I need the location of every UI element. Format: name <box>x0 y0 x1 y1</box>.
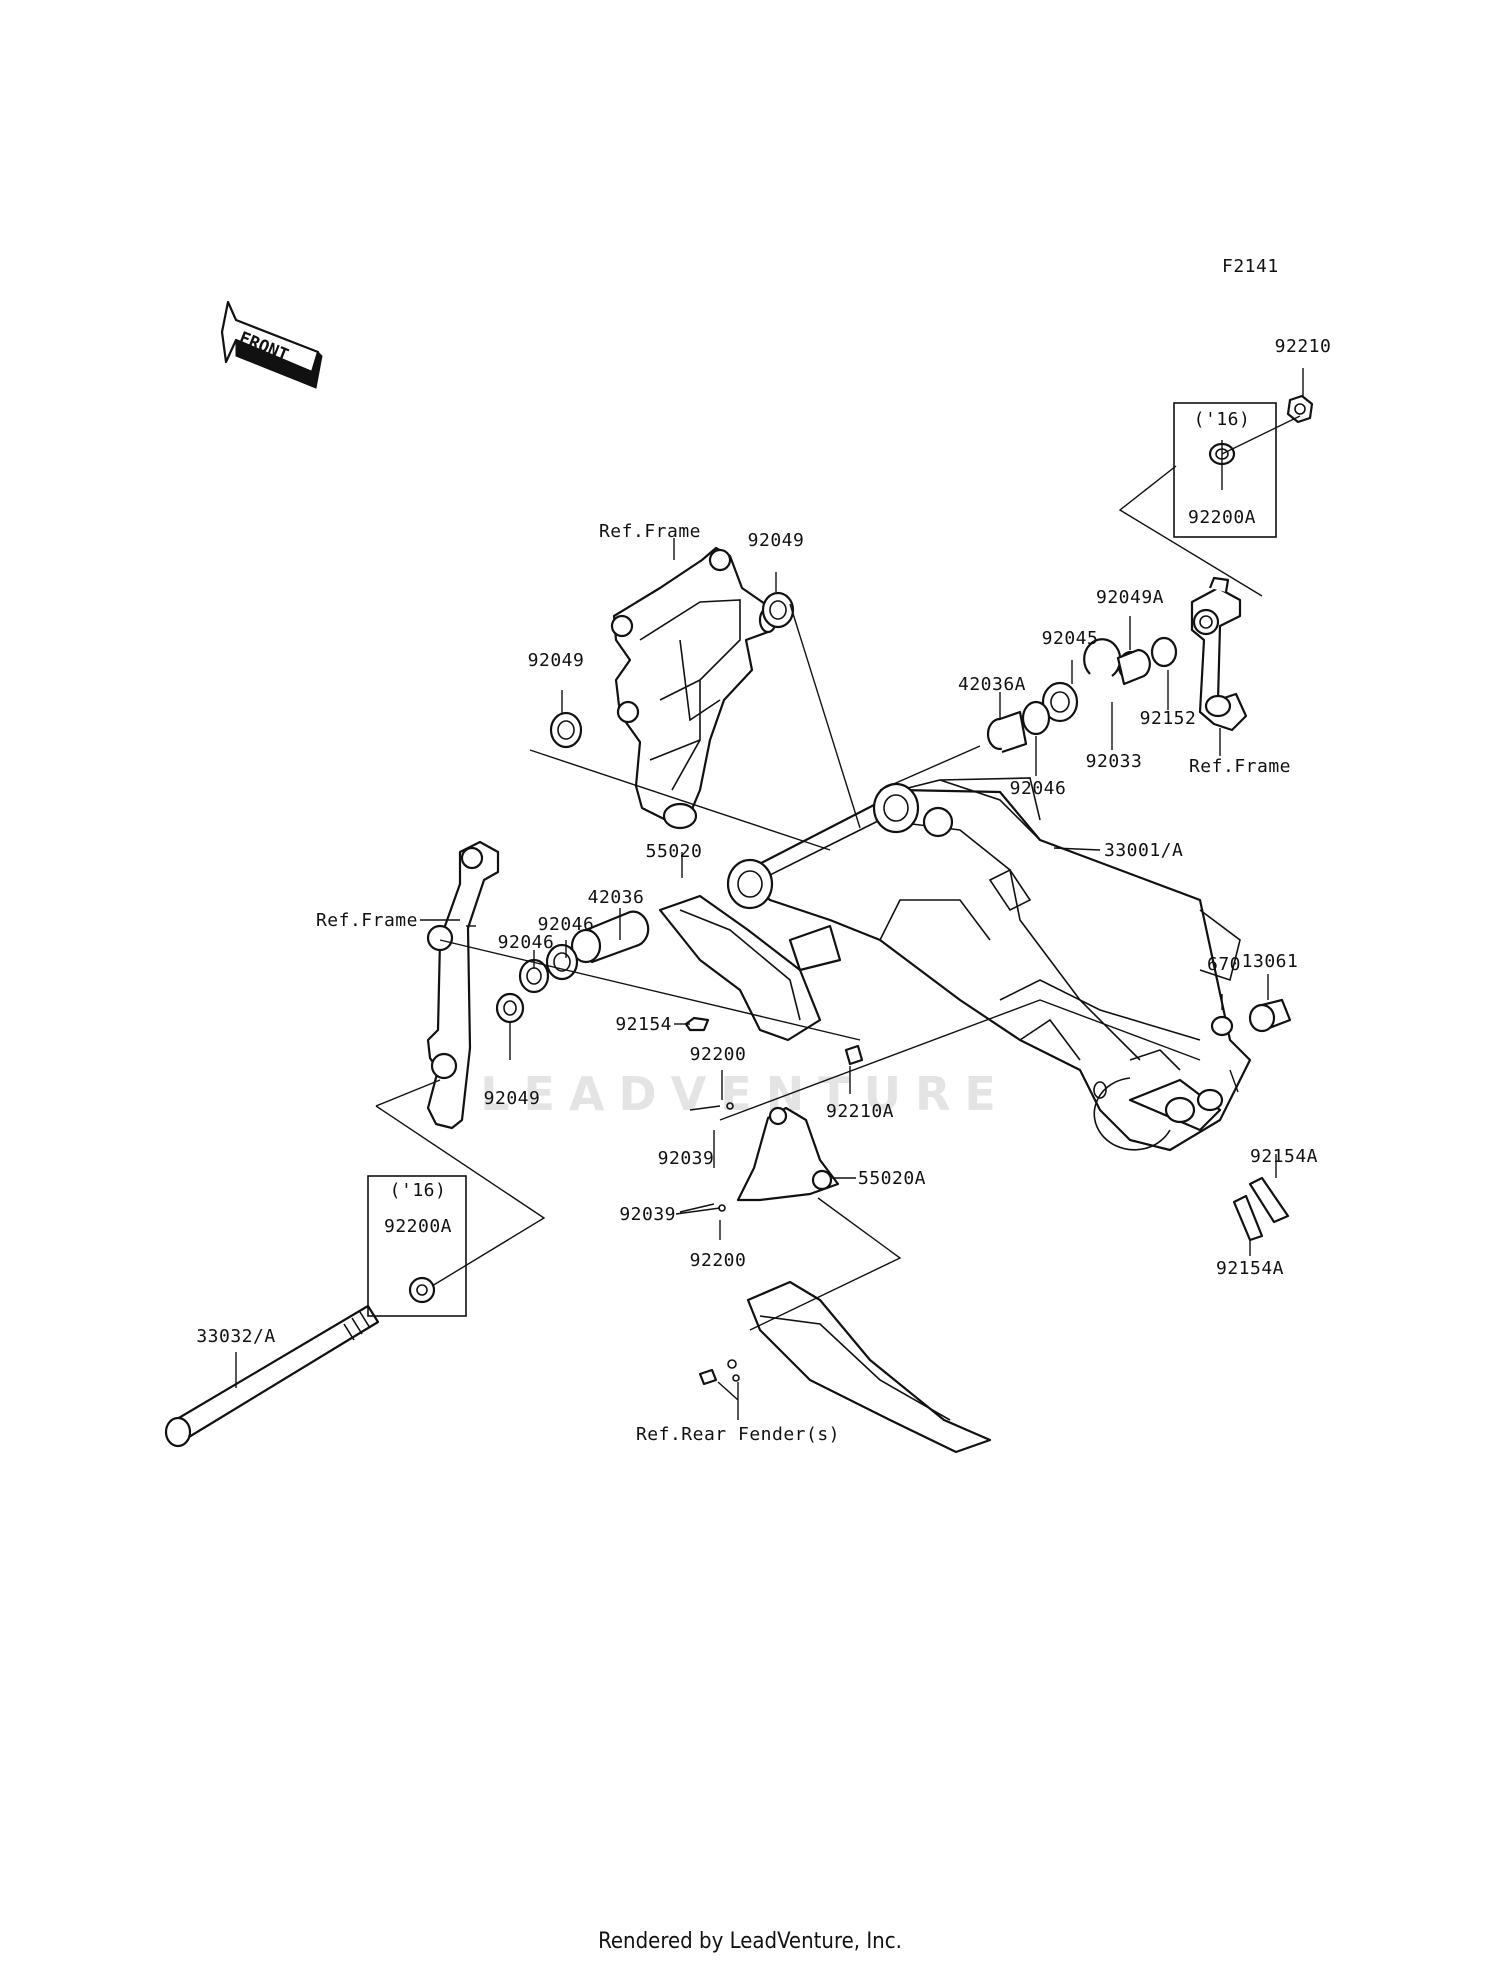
parts-stack-right <box>986 636 1178 754</box>
cover-55020A <box>679 1102 840 1213</box>
callout-55020: 55020 <box>646 841 703 862</box>
callout-92049-left: 92049 <box>528 650 585 671</box>
ref-frame-upper-bracket <box>610 546 778 830</box>
chain-guard-55020 <box>658 894 842 1042</box>
callout-92200-top: 92200 <box>690 1044 747 1065</box>
bolt-13061-icon <box>1248 998 1292 1033</box>
diagram-code: F2141 <box>1222 256 1279 277</box>
leader-lines <box>235 368 1304 1420</box>
year-note-bottom: ('16) <box>390 1180 447 1201</box>
callout-92152: 92152 <box>1140 708 1197 729</box>
callout-42036A: 42036A <box>958 674 1026 695</box>
callout-92049A: 92049A <box>1096 587 1164 608</box>
callout-33032A: 33032/A <box>196 1326 275 1347</box>
callout-ref-frame-right: Ref.Frame <box>1189 756 1291 777</box>
watermark: LEADVENTURE <box>480 1067 1010 1121</box>
callout-33001A: 33001/A <box>1104 840 1183 861</box>
callout-92046-b: 92046 <box>498 932 555 953</box>
pivot-shaft-33032 <box>164 1304 380 1448</box>
nut-92210-icon <box>1286 394 1314 424</box>
callout-92046-a: 92046 <box>538 914 595 935</box>
bolts-92154A-icon <box>1232 1176 1290 1242</box>
front-direction-arrow-icon: FRONT <box>220 300 323 389</box>
callout-92049-bottom: 92049 <box>484 1088 541 1109</box>
callout-ref-rear-fender: Ref.Rear Fender(s) <box>636 1424 840 1445</box>
callout-92154: 92154 <box>615 1014 672 1035</box>
callout-ref-frame-top: Ref.Frame <box>599 521 701 542</box>
bolt-92210A-icon <box>844 1044 864 1066</box>
callout-92210A: 92210A <box>826 1101 894 1122</box>
washer-92049-left-icon <box>549 711 583 749</box>
callout-42036: 42036 <box>588 887 645 908</box>
callout-92033: 92033 <box>1086 751 1143 772</box>
callout-92200A-top: 92200A <box>1188 507 1256 528</box>
callout-92039-bottom: 92039 <box>619 1204 676 1225</box>
ref-frame-right-bracket <box>1190 576 1248 732</box>
callout-92046-right: 92046 <box>1010 778 1067 799</box>
callout-92039-top: 92039 <box>658 1148 715 1169</box>
year-note-top: ('16) <box>1194 409 1251 430</box>
callout-670: 670 <box>1207 954 1241 975</box>
washer-92049-top-icon <box>761 591 795 629</box>
callout-92154A-bottom: 92154A <box>1216 1258 1284 1279</box>
footer-credit: Rendered by LeadVenture, Inc. <box>598 1929 902 1954</box>
callout-92210: 92210 <box>1275 336 1332 357</box>
callout-92200A-bottom: 92200A <box>384 1216 452 1237</box>
rear-fender <box>698 1280 992 1454</box>
callout-92154A-top: 92154A <box>1250 1146 1318 1167</box>
callout-92049-top: 92049 <box>748 530 805 551</box>
ref-frame-left-bracket <box>426 840 500 1130</box>
callout-13061: 13061 <box>1242 951 1299 972</box>
swingarm-33001 <box>726 777 1252 1152</box>
year-box-top <box>1173 402 1277 538</box>
callout-ref-frame-left: Ref.Frame <box>316 910 418 931</box>
washer-92200A-bottom-icon <box>408 1276 436 1304</box>
callout-92045: 92045 <box>1042 628 1099 649</box>
year-box-bottom <box>367 1175 467 1317</box>
callout-55020A: 55020A <box>858 1168 926 1189</box>
bolt-92154-icon <box>684 1016 710 1032</box>
o-ring-670-icon <box>1210 1015 1234 1037</box>
callout-92200-bottom: 92200 <box>690 1250 747 1271</box>
